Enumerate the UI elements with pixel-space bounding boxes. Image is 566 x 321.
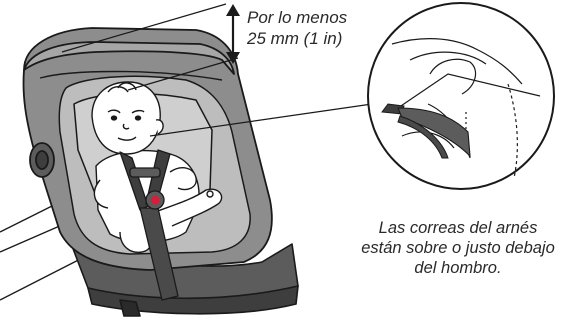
magnifier-inset (367, 2, 555, 190)
clearance-callout: Por lo menos 25 mm (1 in) (247, 8, 387, 49)
harness-callout: Las correas del arnés están sobre o just… (352, 218, 564, 278)
harness (119, 149, 179, 301)
clearance-arrow-icon (226, 4, 240, 64)
harness-callout-line-1: Las correas del arnés (378, 219, 538, 237)
leader-lines (61, 3, 373, 137)
harness-callout-line-3: del hombro. (414, 259, 502, 278)
clearance-callout-line-1: Por lo menos (247, 8, 348, 27)
clearance-callout-line-2: 25 mm (1 in) (247, 28, 343, 48)
harness-callout-line-2: están sobre o justo debajo (361, 239, 555, 258)
